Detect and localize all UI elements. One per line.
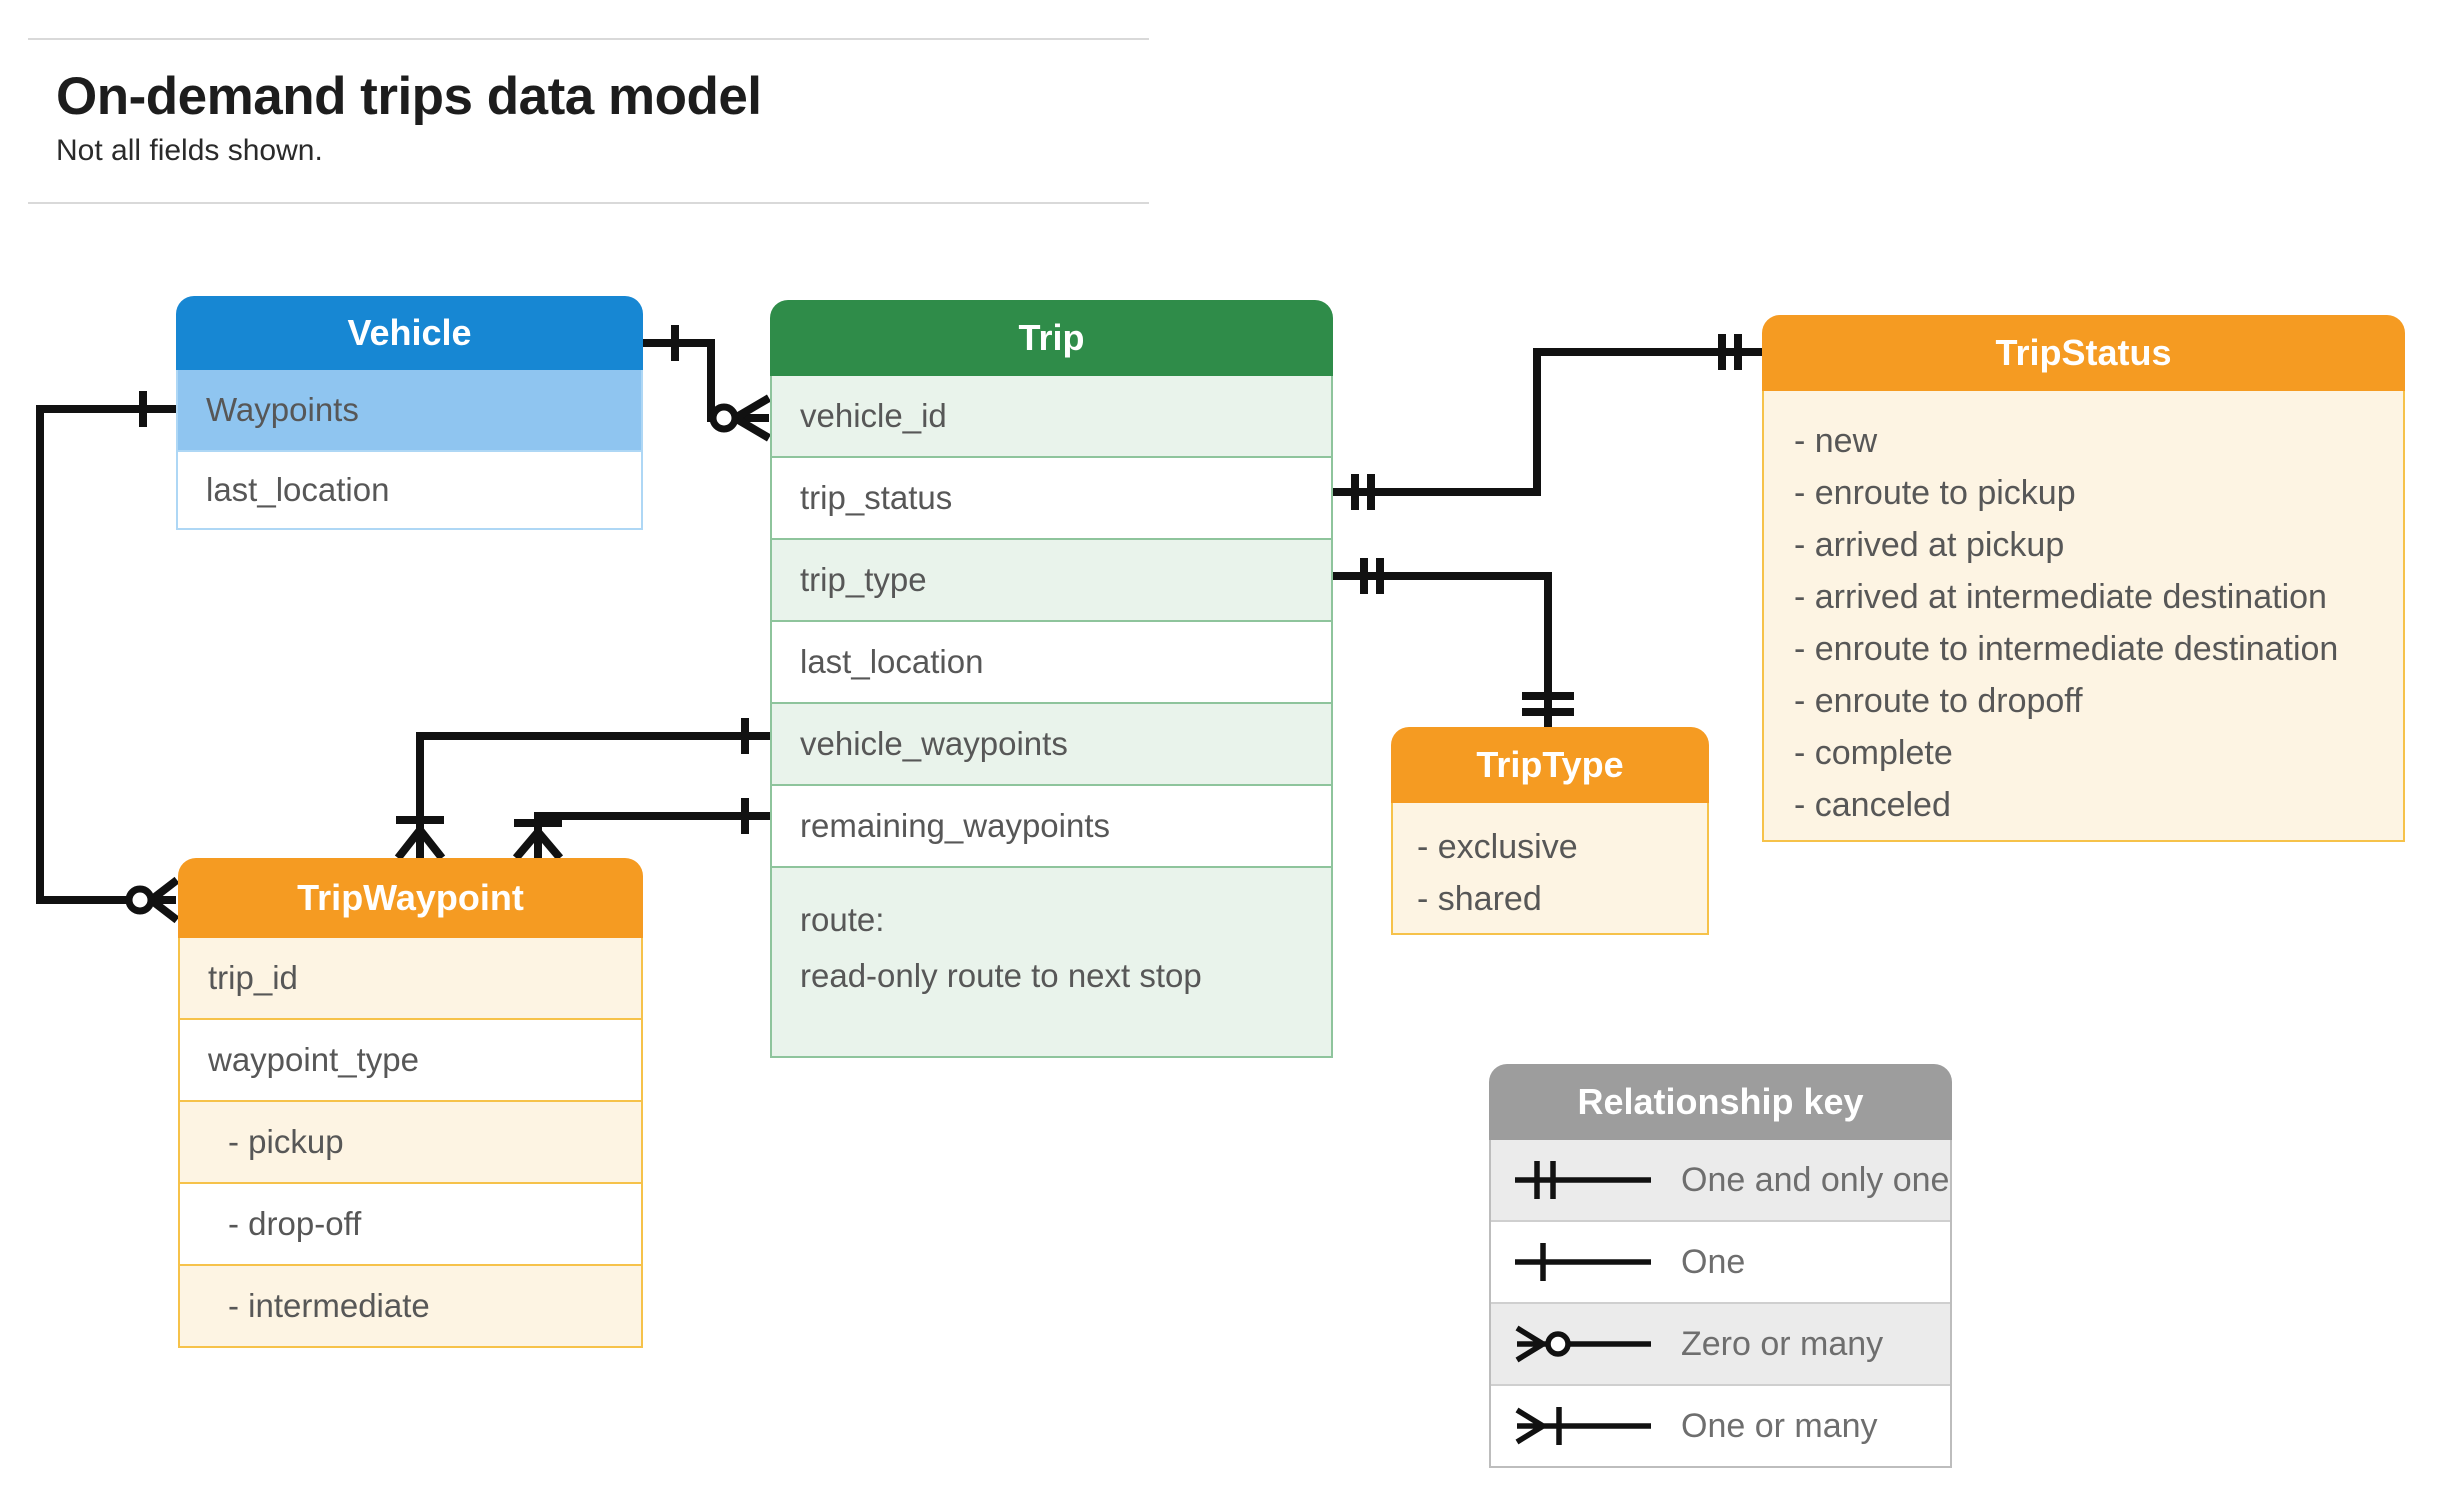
- relationship-key-rows: One and only one One Zero or many On: [1489, 1140, 1952, 1468]
- one-and-only-one-icon: [1360, 558, 1384, 594]
- entity-vehicle: Vehicle Waypoints last_location: [176, 296, 643, 530]
- field-trip-status: trip_status: [772, 456, 1331, 538]
- tripstatus-values: - new - enroute to pickup - arrived at p…: [1764, 391, 2403, 840]
- top-divider: [28, 38, 1149, 40]
- entity-tripstatus-rows: - new - enroute to pickup - arrived at p…: [1762, 391, 2405, 842]
- enum-value: - complete: [1794, 734, 1953, 772]
- enum-value-intermediate: - intermediate: [180, 1264, 641, 1346]
- zero-or-many-icon: [709, 394, 772, 442]
- enum-value: - arrived at intermediate destination: [1794, 578, 2327, 616]
- entity-title: TripStatus: [1995, 332, 2172, 373]
- enum-value: - exclusive: [1417, 828, 1578, 866]
- one-or-many-icon: [394, 816, 446, 861]
- key-row-one-or-many: One or many: [1491, 1384, 1950, 1466]
- enum-value: - canceled: [1794, 786, 1951, 824]
- field-vehicle-waypoints: vehicle_waypoints: [772, 702, 1331, 784]
- connector-vehicle-tripwaypoint: [36, 391, 180, 924]
- field-last-location: last_location: [178, 450, 641, 528]
- one-and-only-one-icon: [1351, 474, 1375, 510]
- entity-tripwaypoint: TripWaypoint trip_id waypoint_type - pic…: [178, 858, 643, 1348]
- one-or-many-icon: [512, 819, 564, 861]
- connector-line: [1333, 348, 1762, 496]
- enum-value-pickup: - pickup: [180, 1100, 641, 1182]
- page-subtitle: Not all fields shown.: [56, 134, 323, 167]
- enum-value: - enroute to pickup: [1794, 474, 2076, 512]
- one-and-only-one-icon: [1515, 1161, 1651, 1199]
- triptype-values: - exclusive - shared: [1393, 803, 1707, 933]
- key-label: One and only one: [1681, 1160, 1950, 1199]
- field-vehicle-id: vehicle_id: [772, 376, 1331, 456]
- field-trip-id: trip_id: [180, 938, 641, 1018]
- field-route-name: route:: [800, 901, 885, 938]
- key-row-one-and-only-one: One and only one: [1491, 1140, 1950, 1220]
- field-remaining-waypoints: remaining_waypoints: [772, 784, 1331, 866]
- relationship-key-title: Relationship key: [1577, 1081, 1864, 1122]
- connector-line: [1333, 572, 1552, 727]
- entity-title: TripType: [1476, 744, 1624, 785]
- field-route-note: read-only route to next stop: [800, 957, 1202, 994]
- connector-line: [36, 405, 176, 904]
- connector-line: [534, 812, 770, 858]
- entity-triptype-rows: - exclusive - shared: [1391, 803, 1709, 935]
- connector-trip-tripstatus: [1333, 334, 1762, 510]
- zero-or-many-icon: [1515, 1325, 1651, 1363]
- relationship-key: Relationship key One and only one One: [1489, 1064, 1952, 1468]
- key-label: One: [1681, 1242, 1746, 1281]
- entity-tripwaypoint-header: TripWaypoint: [178, 858, 643, 938]
- entity-tripwaypoint-rows: trip_id waypoint_type - pickup - drop-of…: [178, 938, 643, 1348]
- field-waypoint-type: waypoint_type: [180, 1018, 641, 1100]
- enum-value: - new: [1794, 422, 1878, 460]
- enum-value: - enroute to dropoff: [1794, 682, 2083, 720]
- key-row-zero-or-many: Zero or many: [1491, 1302, 1950, 1384]
- relationship-key-header: Relationship key: [1489, 1064, 1952, 1140]
- connector-trip-tripwaypoint-vehicle-waypoints: [394, 718, 770, 861]
- one-icon: [1515, 1243, 1651, 1281]
- connector-line: [416, 732, 770, 858]
- enum-value: - arrived at pickup: [1794, 526, 2065, 564]
- enum-value: - enroute to intermediate destination: [1794, 630, 2339, 668]
- bottom-divider: [28, 202, 1149, 204]
- entity-vehicle-header: Vehicle: [176, 296, 643, 370]
- field-route: route: read-only route to next stop: [772, 866, 1331, 1056]
- enum-value-drop-off: - drop-off: [180, 1182, 641, 1264]
- entity-title: TripWaypoint: [297, 877, 524, 918]
- entity-trip-rows: vehicle_id trip_status trip_type last_lo…: [770, 376, 1333, 1058]
- entity-trip-header: Trip: [770, 300, 1333, 376]
- entity-triptype-header: TripType: [1391, 727, 1709, 803]
- one-and-only-one-icon: [1522, 692, 1574, 716]
- connector-trip-tripwaypoint-remaining-waypoints: [512, 798, 770, 861]
- entity-tripstatus: TripStatus - new - enroute to pickup - a…: [1762, 315, 2405, 842]
- page-title: On-demand trips data model: [56, 67, 762, 126]
- entity-trip: Trip vehicle_id trip_status trip_type la…: [770, 300, 1333, 1058]
- entity-vehicle-rows: Waypoints last_location: [176, 370, 643, 530]
- connector-line: [643, 339, 769, 422]
- key-label: One or many: [1681, 1406, 1878, 1445]
- entity-triptype: TripType - exclusive - shared: [1391, 727, 1709, 935]
- key-label: Zero or many: [1681, 1324, 1884, 1363]
- field-last-location: last_location: [772, 620, 1331, 702]
- connector-trip-triptype: [1333, 558, 1574, 727]
- key-row-one: One: [1491, 1220, 1950, 1302]
- enum-value: - shared: [1417, 880, 1542, 918]
- field-trip-type: trip_type: [772, 538, 1331, 620]
- field-waypoints: Waypoints: [178, 370, 641, 450]
- zero-or-many-icon: [125, 876, 180, 924]
- entity-tripstatus-header: TripStatus: [1762, 315, 2405, 391]
- one-or-many-icon: [1515, 1407, 1651, 1445]
- entity-title: Trip: [1018, 317, 1085, 358]
- one-and-only-one-icon: [1718, 334, 1742, 370]
- connector-vehicle-trip: [643, 325, 772, 442]
- entity-title: Vehicle: [347, 312, 472, 353]
